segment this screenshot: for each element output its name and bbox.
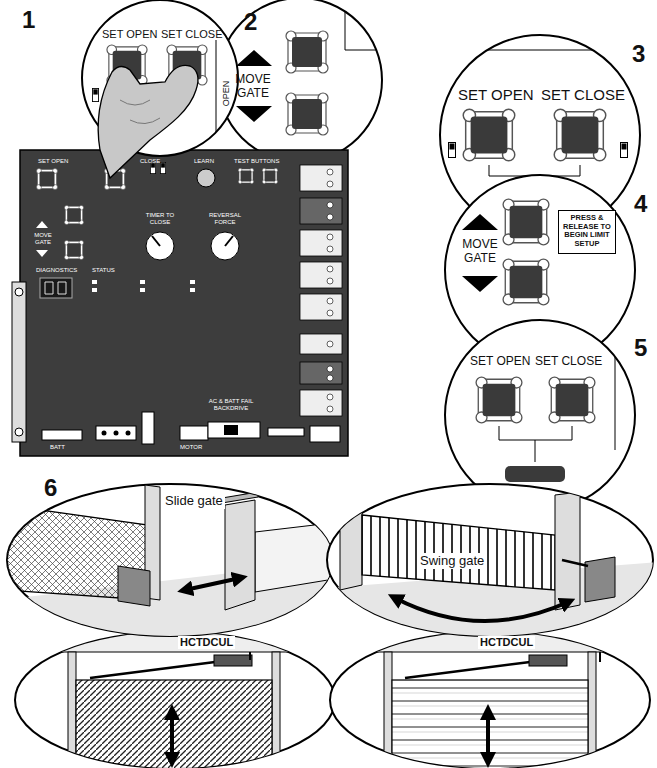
instruction-box: PRESS & RELEASE TO BEGIN LIMIT SETUP — [558, 210, 616, 254]
callout-number: 5 — [634, 334, 647, 363]
callout-number: 4 — [634, 190, 647, 219]
scene-label: Slide gate — [163, 493, 225, 509]
button-label: SET CLOSE — [541, 86, 625, 104]
up-arrow — [236, 50, 272, 66]
button — [286, 93, 328, 135]
zoom-circle — [218, 0, 400, 162]
button-label: MOVE GATE — [457, 237, 503, 266]
model-label: HCTDCUL — [178, 636, 235, 649]
slide-gate-scene — [0, 484, 340, 650]
board-label: REVERSAL FORCE — [201, 212, 249, 226]
hand — [98, 65, 198, 178]
scene-label: Swing gate — [418, 553, 486, 569]
button-label: MOVE GATE — [230, 72, 276, 101]
garage-door-scene — [0, 620, 657, 768]
button-label: SET CLOSE — [161, 28, 223, 41]
board-label: TEST BUTTONS — [234, 158, 279, 165]
button-label: SET OPEN — [470, 354, 530, 368]
button-label: SET CLOSE — [535, 354, 602, 368]
board-label: DIAGNOSTICS — [36, 267, 77, 274]
zoom-circle — [445, 320, 635, 510]
button-label: SET OPEN — [102, 28, 157, 41]
model-label: HCTDCUL — [478, 636, 535, 649]
swing-gate-scene — [327, 484, 657, 650]
board-label: MOVE GATE — [28, 232, 58, 246]
board-label: TIMER TO CLOSE — [140, 212, 180, 226]
callout-number: 1 — [22, 6, 35, 35]
callout-number: 2 — [244, 8, 257, 37]
board-label: STATUS — [92, 267, 115, 274]
board-label: LEARN — [194, 158, 214, 165]
board-label: BATT — [50, 444, 65, 451]
board-label: AC & BATT FAIL BACKDRIVE — [200, 398, 262, 412]
callout-number: 3 — [632, 40, 645, 69]
control-board — [12, 150, 348, 456]
panel-label: OPEN — [221, 81, 232, 107]
button — [286, 31, 328, 73]
instruction-text: PRESS & RELEASE TO BEGIN LIMIT SETUP — [562, 214, 612, 249]
board-label: CLOSE — [140, 158, 160, 165]
zoom-circle — [82, 0, 238, 178]
down-arrow — [236, 106, 272, 122]
board-label: SET OPEN — [38, 158, 68, 165]
board-label: MOTOR — [180, 444, 202, 451]
button-label: SET OPEN — [458, 86, 534, 104]
callout-number: 6 — [44, 474, 57, 503]
